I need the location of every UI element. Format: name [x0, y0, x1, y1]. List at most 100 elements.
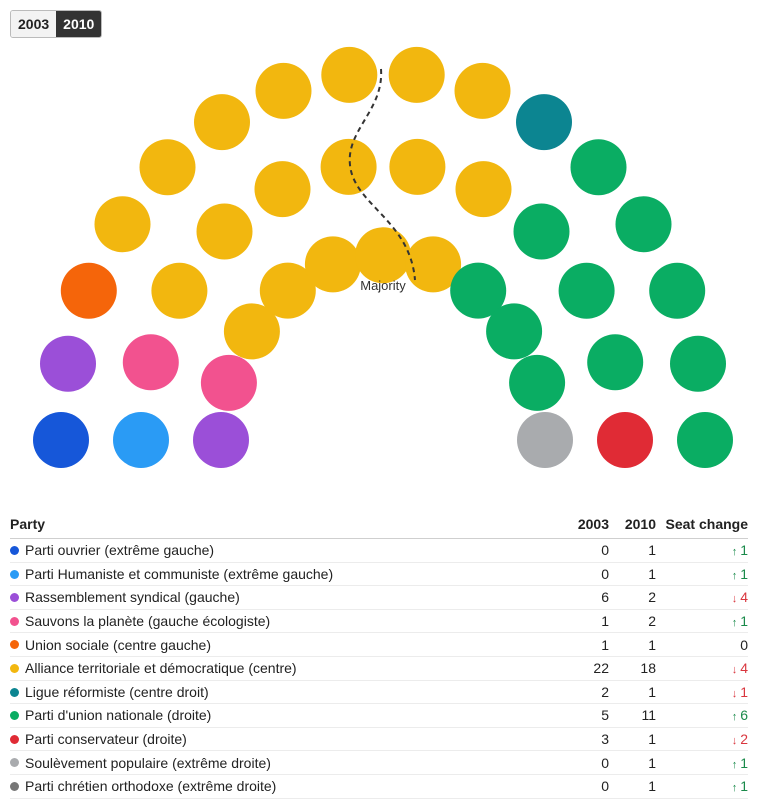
party-name-cell: Soulèvement populaire (extrême droite)	[10, 750, 547, 775]
party-name-cell: Union sociale (centre gauche)	[10, 632, 547, 657]
seat-dot	[259, 262, 316, 319]
seat-change-value: 1	[740, 754, 748, 771]
party-column-header: Party	[10, 514, 547, 539]
seats-2010-cell: 1	[609, 727, 656, 752]
seats-2003-cell: 5	[547, 703, 609, 728]
seat-dot	[649, 262, 706, 319]
seats-2003-cell: 1	[547, 632, 609, 657]
seats-2003-cell: 22	[547, 656, 609, 681]
party-name-cell: Parti d'union nationale (droite)	[10, 703, 547, 728]
seat-change-value: 2	[740, 731, 748, 748]
parliament-hemicycle: Majority	[33, 46, 733, 468]
party-name: Sauvons la planète (gauche écologiste)	[25, 613, 271, 630]
seat-dot	[94, 196, 151, 253]
seats-2003-cell: 6	[547, 585, 609, 610]
party-color-dot-icon	[10, 546, 19, 556]
seat-change-cell: ↓4	[656, 585, 748, 610]
arrow-down-icon: ↓	[731, 735, 738, 748]
party-color-dot-icon	[10, 711, 19, 721]
seat-change-cell: ↓2	[656, 727, 748, 752]
seat-change-cell: ↑1	[656, 609, 748, 634]
seat-dot	[670, 335, 726, 392]
seats-2010-cell: 2	[609, 585, 656, 610]
year-2010-button[interactable]: 2010	[56, 11, 102, 37]
seat-dot	[388, 46, 445, 103]
column-2003-header: 2003	[547, 514, 609, 539]
seat-change-value: 1	[740, 542, 748, 559]
party-name-cell: Parti Humaniste et communiste (extrême g…	[10, 562, 547, 587]
seat-change-column-header: Seat change	[656, 514, 748, 539]
party-name-cell: Ligue réformiste (centre droit)	[10, 680, 547, 705]
year-2003-button[interactable]: 2003	[11, 11, 57, 37]
seat-dot	[450, 262, 507, 319]
seat-dot	[455, 161, 512, 218]
seat-dot	[516, 94, 572, 151]
seat-dot	[60, 262, 117, 319]
party-color-dot-icon	[10, 664, 19, 674]
party-color-dot-icon	[10, 616, 19, 626]
party-name: Parti d'union nationale (droite)	[25, 707, 212, 724]
seat-dot	[509, 354, 566, 411]
seat-dot	[193, 412, 249, 468]
seat-dot	[33, 412, 89, 468]
seat-change-cell: ↓1	[656, 680, 748, 705]
party-name-cell: Parti ouvrier (extrême gauche)	[10, 538, 547, 563]
seat-change-value: 4	[740, 660, 748, 677]
seat-dot	[122, 334, 179, 391]
seat-change-cell: ↑1	[656, 774, 748, 799]
seat-dot	[254, 161, 311, 218]
seat-dot	[615, 196, 672, 253]
seat-change-cell: 0	[656, 632, 748, 657]
seat-dot	[587, 334, 644, 391]
seat-dot	[194, 94, 250, 151]
party-name: Union sociale (centre gauche)	[25, 636, 211, 653]
seat-dot	[196, 203, 253, 260]
seat-dot	[517, 412, 573, 468]
seat-dot	[558, 262, 615, 319]
party-name: Parti conservateur (droite)	[25, 731, 187, 748]
seats-2010-cell: 18	[609, 656, 656, 681]
year-toggle: 2003 2010	[10, 10, 103, 38]
majority-label: Majority	[360, 278, 406, 293]
table-row: Parti chrétien orthodoxe (extrême droite…	[10, 774, 748, 799]
party-color-dot-icon	[10, 734, 19, 744]
seat-change-value: 1	[740, 565, 748, 582]
seats-2003-cell: 1	[547, 609, 609, 634]
party-name: Parti chrétien orthodoxe (extrême droite…	[25, 778, 277, 795]
party-color-dot-icon	[10, 758, 19, 768]
party-name-cell: Parti chrétien orthodoxe (extrême droite…	[10, 774, 547, 799]
seat-dot	[454, 62, 511, 119]
seat-dot	[223, 303, 280, 360]
seats-2010-cell: 1	[609, 632, 656, 657]
seats-2010-cell: 2	[609, 609, 656, 634]
seat-dot	[113, 412, 169, 468]
seat-dot	[304, 236, 361, 293]
arrow-up-icon: ↑	[731, 546, 738, 559]
arrow-down-icon: ↓	[731, 687, 738, 700]
table-row: Parti Humaniste et communiste (extrême g…	[10, 562, 748, 587]
party-color-dot-icon	[10, 640, 19, 650]
seat-change-value: 0	[740, 636, 748, 653]
party-name-cell: Sauvons la planète (gauche écologiste)	[10, 609, 547, 634]
seat-dot	[255, 62, 312, 119]
party-color-dot-icon	[10, 569, 19, 579]
seat-dot	[139, 139, 196, 196]
seat-change-cell: ↓4	[656, 656, 748, 681]
party-name-cell: Parti conservateur (droite)	[10, 727, 547, 752]
column-2010-header: 2010	[609, 514, 656, 539]
seat-change-value: 1	[740, 683, 748, 700]
seat-dot	[486, 303, 543, 360]
arrow-up-icon: ↑	[731, 782, 738, 795]
seats-2003-cell: 0	[547, 774, 609, 799]
seat-change-cell: ↑1	[656, 562, 748, 587]
arrow-up-icon: ↑	[731, 569, 738, 582]
party-name: Rassemblement syndical (gauche)	[25, 589, 240, 606]
seats-2003-cell: 3	[547, 727, 609, 752]
seat-dot	[40, 335, 96, 392]
seat-dot	[389, 138, 446, 195]
party-name: Alliance territoriale et démocratique (c…	[25, 660, 297, 677]
